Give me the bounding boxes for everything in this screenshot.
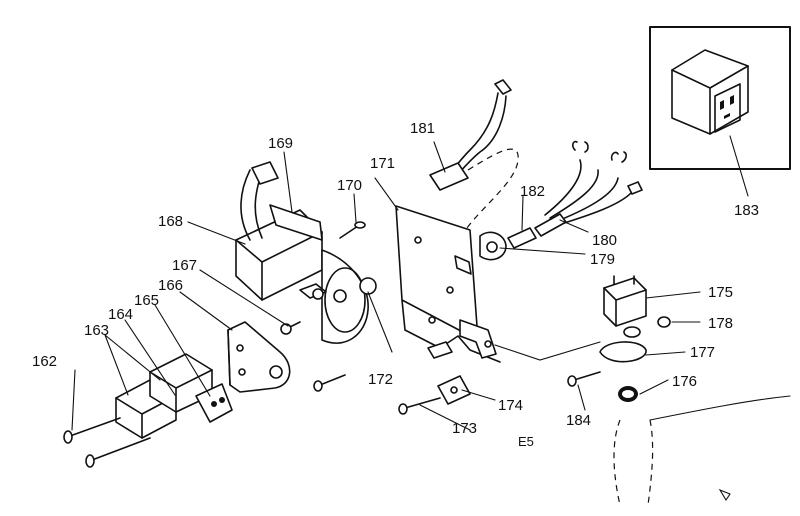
ac-adapter-drawing xyxy=(671,49,749,135)
clip-174-drawing xyxy=(437,375,471,405)
valve-assembly-drawing xyxy=(599,275,791,506)
part-label-176: 177 xyxy=(690,344,715,361)
part-label-182: 182 xyxy=(520,183,545,200)
part-label-170: 170 xyxy=(337,177,362,194)
switch-assembly-drawing xyxy=(115,353,233,439)
part-label-172: 172 xyxy=(368,371,393,388)
part-label-164: 164 xyxy=(108,306,133,323)
part-label-180: 180 xyxy=(592,232,617,249)
leader-lines xyxy=(71,141,701,431)
screws-drawing xyxy=(63,321,601,468)
motor-168-drawing xyxy=(235,161,377,344)
part-label-167: 167 xyxy=(172,257,197,274)
main-bracket-171-drawing xyxy=(395,205,601,363)
part-label-175: 176 xyxy=(672,373,697,390)
part-label-178: 175 xyxy=(708,284,733,301)
part-label-174: 174 xyxy=(498,397,523,414)
part-label-173: 173 xyxy=(452,420,477,437)
part-label-177: 178 xyxy=(708,315,733,332)
inset-box xyxy=(649,26,791,197)
part-label-184: 184 xyxy=(566,412,591,429)
part-label-165: 165 xyxy=(134,292,159,309)
part-label-183: 183 xyxy=(734,202,759,219)
harness-180-drawing xyxy=(534,140,643,237)
figure-code: E5 xyxy=(518,434,534,449)
harness-181-drawing xyxy=(429,79,519,241)
part-label-171: 171 xyxy=(370,155,395,172)
screw-170-drawing xyxy=(339,221,366,239)
part-label-162: 162 xyxy=(32,353,57,370)
part-label-179: 179 xyxy=(590,251,615,268)
bracket-166-drawing xyxy=(227,321,291,393)
connector-182-179-drawing xyxy=(479,227,537,261)
part-label-163: 163 xyxy=(84,322,109,339)
part-label-168: 168 xyxy=(158,213,183,230)
part-label-169: 169 xyxy=(268,135,293,152)
part-label-166: 166 xyxy=(158,277,183,294)
part-label-181: 181 xyxy=(410,120,435,137)
